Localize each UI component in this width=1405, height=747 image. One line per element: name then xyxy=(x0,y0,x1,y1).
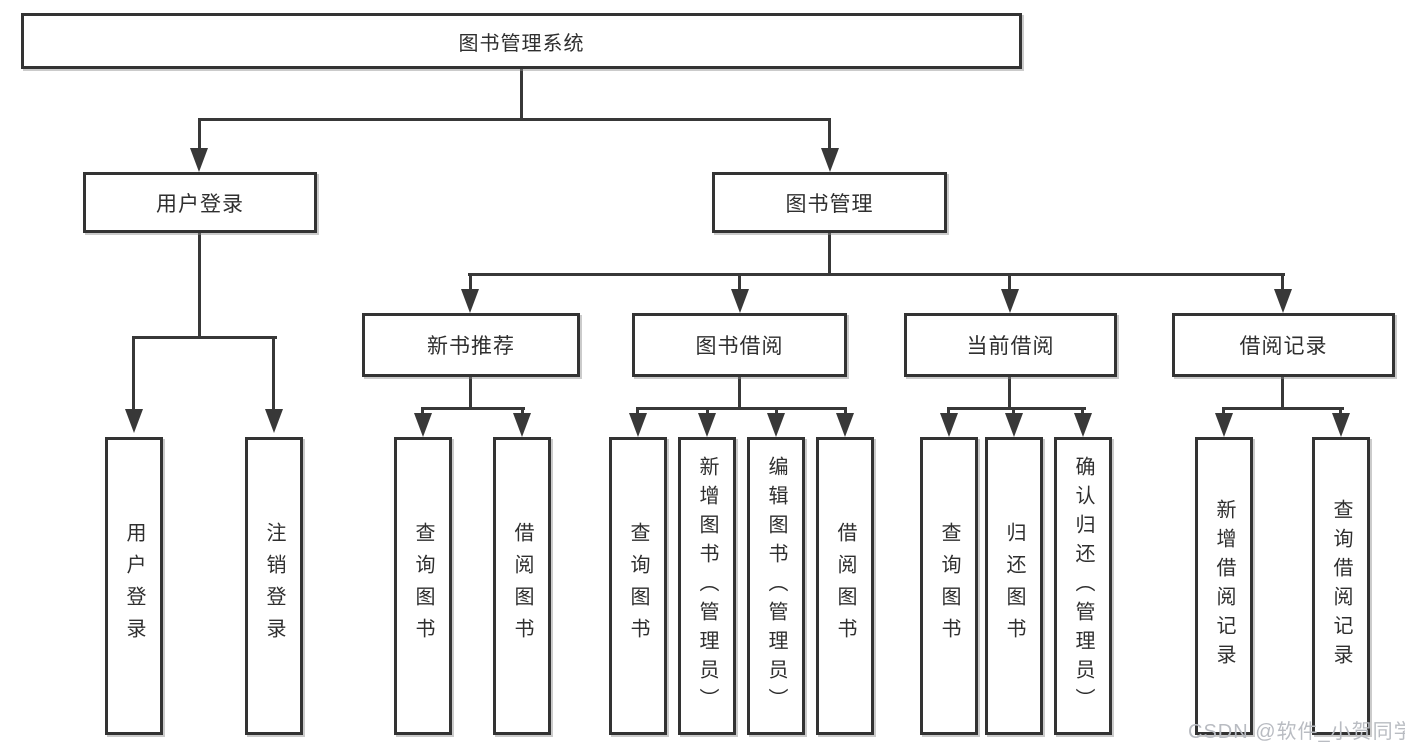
arrowhead-down-icon xyxy=(1005,413,1023,437)
arrowhead-down-icon xyxy=(1074,413,1092,437)
connector-line xyxy=(469,276,472,291)
arrowhead-down-icon xyxy=(1215,413,1233,437)
node-book-borrow: 图书借阅 xyxy=(632,313,847,377)
leaf-label: 查询图书 xyxy=(938,522,960,650)
connector-line xyxy=(421,407,525,410)
connector-line xyxy=(1222,407,1344,410)
node-root: 图书管理系统 xyxy=(21,13,1022,69)
leaf-label: 查询图书 xyxy=(627,522,649,650)
leaf-label: 注销登录 xyxy=(263,522,285,650)
node-book-management-branch: 图书管理 xyxy=(712,172,947,233)
leaf-logout: 注销登录 xyxy=(245,437,303,735)
connector-line xyxy=(198,121,201,149)
connector-line xyxy=(636,407,847,410)
connector-line xyxy=(132,339,135,411)
connector-line xyxy=(828,233,831,276)
leaf-label: 借阅图书 xyxy=(511,522,533,650)
connector-line xyxy=(468,273,1285,276)
leaf-label: 借阅图书 xyxy=(834,522,856,650)
leaf-label: 新增图书（管理员） xyxy=(696,455,718,717)
leaf-label: 查询借阅记录 xyxy=(1330,499,1352,673)
leaf-query-borrow-record: 查询借阅记录 xyxy=(1312,437,1370,735)
node-current-borrow: 当前借阅 xyxy=(904,313,1117,377)
connector-line xyxy=(775,410,778,415)
leaf-confirm-return-admin: 确认归还（管理员） xyxy=(1054,437,1112,735)
connector-line xyxy=(1339,410,1342,415)
arrowhead-down-icon xyxy=(629,413,647,437)
leaf-label: 归还图书 xyxy=(1003,522,1025,650)
leaf-add-book-admin: 新增图书（管理员） xyxy=(678,437,736,735)
leaf-label: 用户登录 xyxy=(123,522,145,650)
arrowhead-down-icon xyxy=(513,413,531,437)
node-borrow-records: 借阅记录 xyxy=(1172,313,1395,377)
leaf-label: 确认归还（管理员） xyxy=(1072,455,1094,717)
arrowhead-down-icon xyxy=(1332,413,1350,437)
node-new-book-recommend: 新书推荐 xyxy=(362,313,580,377)
leaf-label: 新增借阅记录 xyxy=(1213,499,1235,673)
connector-line xyxy=(947,407,1086,410)
arrowhead-down-icon xyxy=(265,409,283,433)
leaf-add-borrow-record: 新增借阅记录 xyxy=(1195,437,1253,735)
connector-line xyxy=(1012,410,1015,415)
connector-line xyxy=(520,68,523,121)
watermark: CSDN @软件_小贺同学 xyxy=(1188,721,1405,743)
arrowhead-down-icon xyxy=(698,413,716,437)
connector-line xyxy=(738,377,741,410)
connector-line xyxy=(1081,410,1084,415)
connector-line xyxy=(636,410,639,415)
connector-line xyxy=(947,410,950,415)
connector-line xyxy=(521,410,524,415)
leaf-borrow-books: 借阅图书 xyxy=(816,437,874,735)
arrowhead-down-icon xyxy=(414,413,432,437)
arrowhead-down-icon xyxy=(190,148,208,172)
arrowhead-down-icon xyxy=(731,289,749,313)
connector-line xyxy=(1281,377,1284,410)
connector-line xyxy=(132,336,277,339)
arrowhead-down-icon xyxy=(767,413,785,437)
connector-line xyxy=(844,410,847,415)
arrowhead-down-icon xyxy=(1001,289,1019,313)
connector-line xyxy=(198,118,831,121)
connector-line xyxy=(198,233,201,339)
arrowhead-down-icon xyxy=(125,409,143,433)
leaf-user-login: 用户登录 xyxy=(105,437,163,735)
leaf-edit-book-admin: 编辑图书（管理员） xyxy=(747,437,805,735)
arrowhead-down-icon xyxy=(821,148,839,172)
node-user-login-branch: 用户登录 xyxy=(83,172,317,233)
leaf-return-book: 归还图书 xyxy=(985,437,1043,735)
connector-line xyxy=(469,377,472,410)
connector-line xyxy=(828,121,831,149)
connector-line xyxy=(1008,276,1011,291)
arrowhead-down-icon xyxy=(940,413,958,437)
connector-line xyxy=(1008,377,1011,410)
connector-line xyxy=(738,276,741,291)
connector-line xyxy=(421,410,424,415)
leaf-query-books-borrow: 查询图书 xyxy=(609,437,667,735)
connector-line xyxy=(706,410,709,415)
leaf-query-books-recommend: 查询图书 xyxy=(394,437,452,735)
leaf-label: 查询图书 xyxy=(412,522,434,650)
leaf-query-books-current: 查询图书 xyxy=(920,437,978,735)
arrowhead-down-icon xyxy=(836,413,854,437)
connector-line xyxy=(1222,410,1225,415)
connector-line xyxy=(1281,276,1284,291)
leaf-borrow-books-recommend: 借阅图书 xyxy=(493,437,551,735)
arrowhead-down-icon xyxy=(461,289,479,313)
arrowhead-down-icon xyxy=(1274,289,1292,313)
connector-line xyxy=(272,339,275,411)
leaf-label: 编辑图书（管理员） xyxy=(765,455,787,717)
